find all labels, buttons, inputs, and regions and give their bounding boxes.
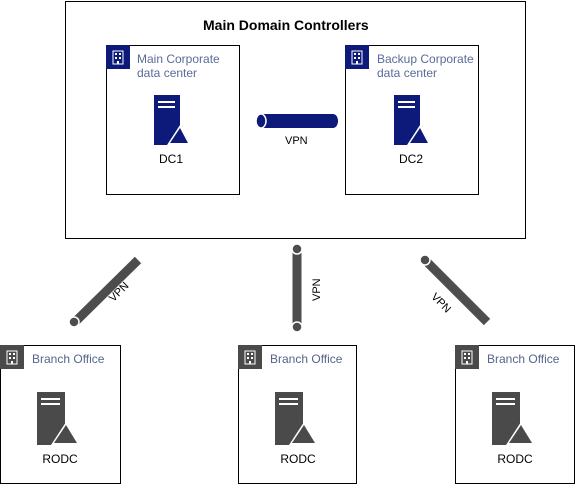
dc2-group-label-line1: Backup Corporate <box>377 52 474 66</box>
dc1-group-label-line1: Main Corporate <box>137 52 220 66</box>
vpn-link-dc1-dc2 <box>255 113 338 129</box>
building-icon <box>345 45 369 69</box>
dc1-group-label-line2: data center <box>137 66 198 80</box>
dc2-name: DC2 <box>398 152 423 166</box>
vpn-label-dc-link: VPN <box>285 135 308 147</box>
rodc-name-2: RODC <box>280 452 316 466</box>
server-icon <box>394 95 430 145</box>
building-icon <box>455 345 479 369</box>
rodc-name-1: RODC <box>42 452 78 466</box>
main-domain-controllers-title: Main Domain Controllers <box>203 17 369 33</box>
dc1-name: DC1 <box>158 152 183 166</box>
branch-office-label-2: Branch Office <box>270 352 343 366</box>
building-icon <box>106 45 130 69</box>
vpn-link-branch-left <box>68 256 142 328</box>
server-icon <box>275 392 317 445</box>
vpn-label-branch-center: VPN <box>311 278 323 301</box>
server-icon <box>37 392 79 445</box>
branch-office-label-3: Branch Office <box>487 352 560 366</box>
vpn-link-branch-center <box>291 243 303 333</box>
server-icon <box>492 392 534 445</box>
server-icon <box>154 95 190 145</box>
building-icon <box>0 345 24 369</box>
dc1-group <box>106 45 240 195</box>
dc2-group-label: Backup Corporate data center <box>377 52 474 80</box>
building-icon <box>238 345 262 369</box>
vpn-link-branch-right <box>419 254 491 326</box>
branch-office-label-1: Branch Office <box>32 352 105 366</box>
dc2-group-label-line2: data center <box>377 66 438 80</box>
rodc-name-3: RODC <box>497 452 533 466</box>
dc1-group-label: Main Corporate data center <box>137 52 220 80</box>
